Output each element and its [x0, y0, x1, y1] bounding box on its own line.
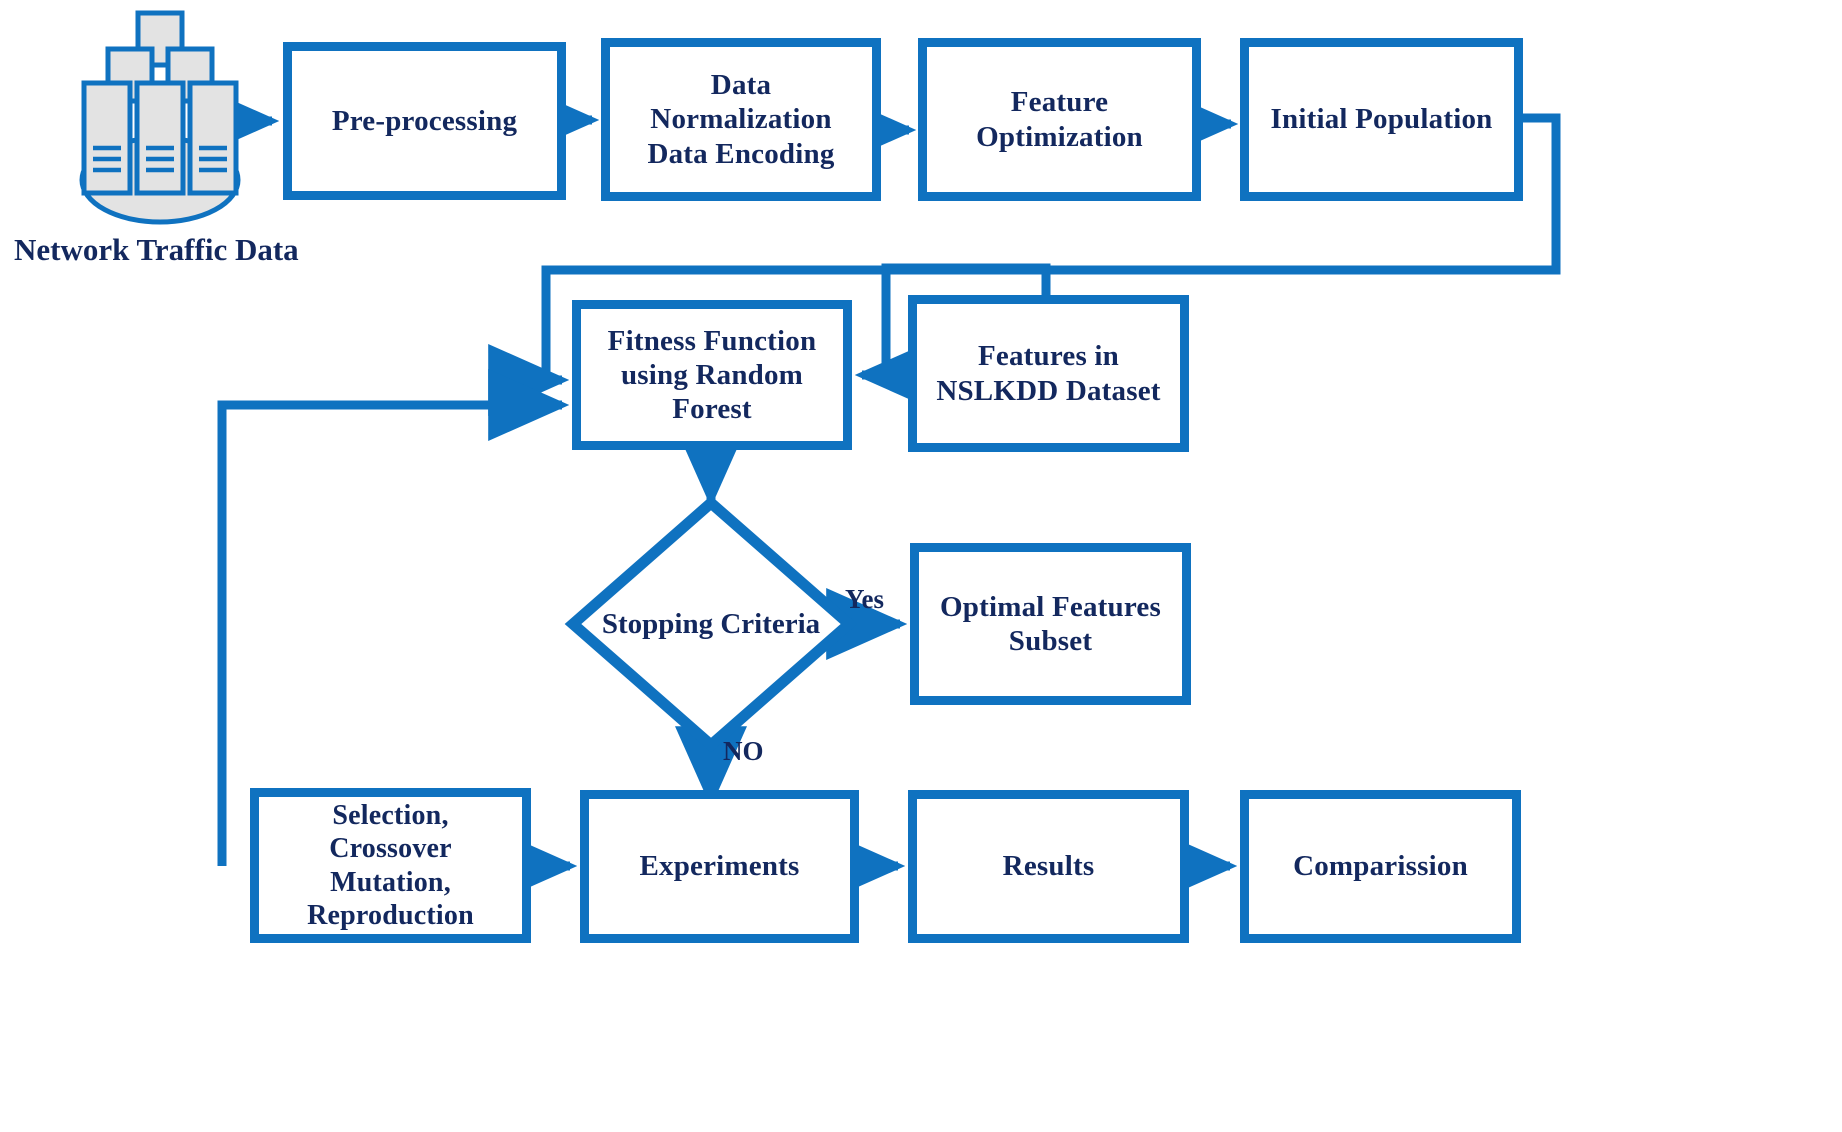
node-comparission[interactable]: Comparission — [1240, 790, 1521, 943]
edge-label-yes: Yes — [845, 584, 884, 614]
node-label-optimal-line2: Subset — [1008, 625, 1093, 657]
node-genetic-operators[interactable]: Selection, Crossover Mutation, Reproduct… — [250, 788, 531, 943]
node-label-optimal-line1: Optimal Features — [940, 590, 1161, 623]
node-label-data-normalization-line2: Data Encoding — [647, 137, 835, 170]
node-label-pre-processing: Pre-processing — [331, 104, 518, 137]
node-label-feature-optimization-line2: Optimization — [976, 120, 1143, 153]
edge-label-no: NO — [723, 736, 764, 766]
node-label-fitness-line1: Fitness Function — [607, 324, 817, 357]
node-data-normalization[interactable]: Data Normalization Data Encoding — [601, 38, 881, 201]
node-label-features-line2: NSLKDD Dataset — [936, 374, 1161, 407]
edge-features-to-fitness — [854, 263, 1051, 411]
node-label-fitness-line2: using Random — [620, 358, 804, 391]
node-label-features-line1: Features in — [977, 340, 1119, 373]
node-optimal-features[interactable]: Optimal Features Subset — [910, 543, 1191, 705]
node-feature-optimization[interactable]: Feature Optimization — [918, 38, 1201, 201]
node-label-genetic-line3: Reproduction — [307, 899, 474, 931]
node-pre-processing[interactable]: Pre-processing — [283, 42, 566, 200]
stopping-criteria-label: Stopping Criteria — [601, 608, 821, 640]
node-label-fitness-line3: Forest — [672, 393, 752, 426]
node-label-genetic-line1: Selection, Crossover — [329, 800, 452, 865]
network-traffic-data-caption: Network Traffic Data — [14, 232, 299, 267]
node-fitness-function[interactable]: Fitness Function using Random Forest — [572, 300, 852, 450]
node-experiments[interactable]: Experiments — [580, 790, 859, 943]
node-label-comparission: Comparission — [1293, 850, 1468, 883]
edge-genetic-to-fitness — [217, 369, 570, 866]
stopping-criteria-diamond[interactable] — [564, 495, 858, 753]
node-label-initial-population: Initial Population — [1270, 103, 1493, 136]
server-stack-icon — [79, 10, 241, 225]
node-features-nslkdd[interactable]: Features in NSLKDD Dataset — [908, 295, 1189, 452]
node-initial-population[interactable]: Initial Population — [1240, 38, 1523, 201]
node-label-results: Results — [1002, 850, 1095, 883]
node-label-data-normalization-line1: Data Normalization — [650, 69, 832, 136]
node-label-experiments: Experiments — [639, 850, 800, 883]
node-results[interactable]: Results — [908, 790, 1189, 943]
node-label-feature-optimization-line1: Feature — [1010, 86, 1109, 119]
node-label-genetic-line2: Mutation, — [330, 866, 451, 898]
